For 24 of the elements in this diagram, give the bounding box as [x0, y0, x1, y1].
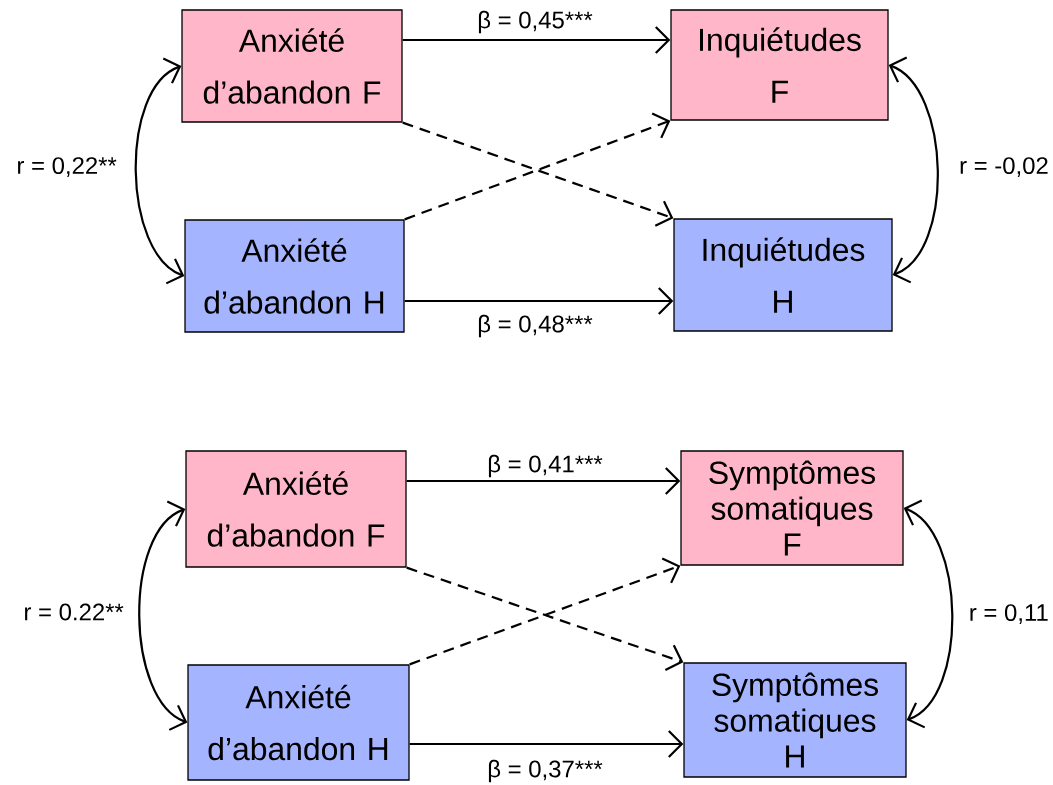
variable-box: Inquiétudes F	[670, 9, 889, 121]
curved-double-arrow	[134, 57, 185, 285]
arrow	[404, 287, 674, 315]
variable-box: Anxiété d’abandon H	[184, 219, 405, 333]
variable-box: Symptômes somatiques F	[680, 450, 904, 566]
arrow	[406, 467, 681, 495]
edge-label: r = 0,11	[970, 604, 1048, 624]
edge-label: β = 0,41***	[488, 454, 603, 478]
curved-double-arrow	[138, 500, 188, 731]
edge-label: r = -0,02	[960, 157, 1048, 177]
curved-double-arrow	[903, 499, 954, 729]
edge-label: β = 0,48***	[478, 314, 593, 338]
variable-box: Anxiété d’abandon F	[181, 9, 403, 123]
arrow	[409, 730, 684, 758]
variable-box: Inquiétudes H	[673, 218, 893, 332]
arrow	[402, 26, 671, 54]
curved-double-arrow	[888, 56, 939, 284]
edge-label: β = 0,45***	[478, 10, 593, 34]
variable-box: Anxiété d’abandon H	[187, 664, 410, 781]
edge-label: β = 0,37***	[488, 759, 603, 783]
edge-label: r = 0.22**	[25, 603, 124, 621]
edge-label: r = 0,22**	[18, 157, 117, 177]
variable-box: Anxiété d’abandon F	[185, 450, 407, 568]
variable-box: Symptômes somatiques H	[683, 662, 907, 778]
